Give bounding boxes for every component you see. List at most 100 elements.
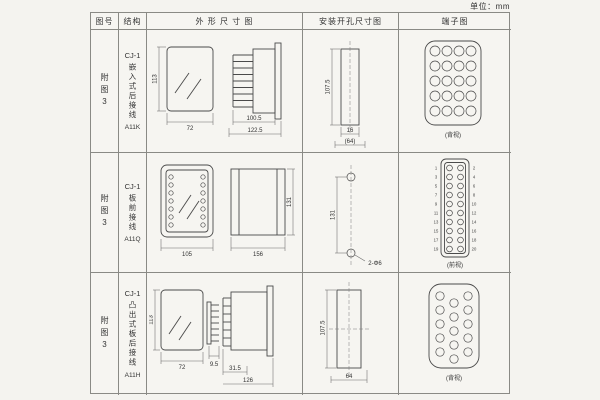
dim-width-overall-label: (64) xyxy=(344,139,355,145)
structure-name: CJ-1 xyxy=(124,182,141,191)
pin-number: 15 xyxy=(434,228,439,233)
terminal-caption: (背视) xyxy=(445,131,461,139)
pin-number: 10 xyxy=(472,201,477,206)
outline-cell-row3: 113 72 9.5 31.5 126 xyxy=(147,273,303,395)
terminal-block xyxy=(424,40,482,126)
spec-table: 图号 结构 外 形 尺 寸 图 安装开孔尺寸图 端子图 附图3 CJ-1 嵌入式… xyxy=(90,12,511,395)
outline-cell-row1: 113 72 100.5 122.5 xyxy=(147,30,303,153)
dim-height-label: 113 xyxy=(149,315,155,325)
pin-number: 11 xyxy=(434,210,439,215)
side-view xyxy=(222,285,273,357)
structure-row1: CJ-1 嵌入式后接线 A11K xyxy=(119,30,147,153)
col-header-terminal: 端子图 xyxy=(399,13,511,30)
dim-depth2-label: 126 xyxy=(242,378,253,384)
pin-comb xyxy=(206,301,219,345)
col-header-fig-no: 图号 xyxy=(91,13,119,30)
dim-width-label: 72 xyxy=(186,126,193,132)
dimension-lines xyxy=(156,46,281,137)
col-header-structure: 结构 xyxy=(119,13,147,30)
dimension-lines xyxy=(329,48,365,148)
dim-height-label: 107.5 xyxy=(320,320,326,336)
terminal-cell-row1: (背视) xyxy=(399,30,511,153)
pin-number: 8 xyxy=(473,192,476,197)
pin-number: 19 xyxy=(434,246,439,251)
pin-number: 3 xyxy=(435,174,438,179)
structure-row3: CJ-1 凸出式板后接线 A11H xyxy=(119,273,147,395)
pin-number: 6 xyxy=(473,183,476,188)
terminal-drawing-a11h: (背视) xyxy=(428,283,480,382)
mounting-drawing-a11q: 131 2-Φ6 xyxy=(330,164,382,267)
front-view xyxy=(160,164,213,237)
mounting-cell-row3: 107.5 64 xyxy=(303,273,399,395)
pin-number: 14 xyxy=(472,219,477,224)
fig-no-label: 附图3 xyxy=(100,194,109,231)
pin-number: 17 xyxy=(434,237,439,242)
terminal-drawing-a11k: (背视) xyxy=(424,40,482,139)
col-header-mounting: 安装开孔尺寸图 xyxy=(303,13,399,30)
pin-number: 7 xyxy=(435,192,438,197)
hole-spec-label: 2-Φ6 xyxy=(368,261,382,267)
terminal-cell-row3: (背视) xyxy=(399,273,511,395)
structure-model: A11K xyxy=(124,124,141,131)
dim-depth1-label: 31.5 xyxy=(229,366,241,372)
fig-no-label: 附图3 xyxy=(100,315,109,353)
terminal-strip xyxy=(440,158,470,257)
dim-height-label: 131 xyxy=(287,196,293,207)
mounting-drawing-a11k: 107.5 16 (64) xyxy=(325,41,365,148)
pin-number: 9 xyxy=(435,201,438,206)
terminal-drawing-a11q: 1 3 5 7 9 11 13 15 17 19 2 4 6 8 10 12 1… xyxy=(434,158,477,269)
structure-desc: 板前接线 xyxy=(128,194,137,232)
dim-depth2-label: 122.5 xyxy=(247,128,263,134)
dim-height-label: 113 xyxy=(152,74,158,84)
unit-label: 单位：mm xyxy=(470,2,510,11)
pin-number: 16 xyxy=(472,228,477,233)
pin-number: 5 xyxy=(435,183,438,188)
pin-number: 1 xyxy=(435,165,438,170)
front-view xyxy=(160,289,203,351)
outline-cell-row2: 105 156 131 xyxy=(147,153,303,273)
fig-no-row1: 附图3 xyxy=(91,30,119,153)
fig-no-row2: 附图3 xyxy=(91,153,119,273)
structure-model: A11H xyxy=(124,371,141,379)
pin-number: 13 xyxy=(434,219,439,224)
structure-row2: CJ-1 板前接线 A11Q xyxy=(119,153,147,273)
structure-name: CJ-1 xyxy=(124,51,141,60)
dimension-lines xyxy=(334,176,365,261)
pin-number: 18 xyxy=(472,237,477,242)
dim-width-label: 16 xyxy=(346,128,353,134)
fig-no-label: 附图3 xyxy=(100,72,109,110)
terminal-caption: (前视) xyxy=(447,261,463,269)
outline-drawing-a11k: 113 72 100.5 122.5 xyxy=(152,42,281,137)
structure-desc: 凸出式板后接线 xyxy=(128,301,137,368)
pin-number: 4 xyxy=(473,174,476,179)
front-view xyxy=(166,46,213,112)
side-view xyxy=(230,168,285,235)
terminal-cell-row2: 1 3 5 7 9 11 13 15 17 19 2 4 6 8 10 12 1… xyxy=(399,153,511,273)
terminal-block xyxy=(428,283,480,369)
dim-width-label: 72 xyxy=(178,365,185,371)
dim-width-label: 64 xyxy=(345,374,352,380)
structure-name: CJ-1 xyxy=(124,289,141,299)
dimension-lines xyxy=(324,289,367,383)
dim-height-label: 107.5 xyxy=(325,79,331,95)
dimension-lines xyxy=(152,289,273,387)
col-header-outline: 外 形 尺 寸 图 xyxy=(147,13,303,30)
fig-no-row3: 附图3 xyxy=(91,273,119,395)
dim-depth-label: 156 xyxy=(252,252,263,258)
dim-depth1-label: 100.5 xyxy=(246,116,262,122)
pin-number: 2 xyxy=(473,165,476,170)
centerlines xyxy=(328,282,369,376)
dim-height-label: 131 xyxy=(330,209,336,220)
dimension-lines xyxy=(160,168,295,251)
mounting-cell-row2: 131 2-Φ6 xyxy=(303,153,399,273)
pin-number: 20 xyxy=(472,246,477,251)
structure-desc: 嵌入式后接线 xyxy=(128,63,137,120)
mounting-cell-row1: 107.5 16 (64) xyxy=(303,30,399,153)
dim-pin-depth-label: 9.5 xyxy=(209,362,218,368)
mounting-drawing-a11h: 107.5 64 xyxy=(320,282,369,383)
structure-model: A11Q xyxy=(124,236,141,243)
outline-drawing-a11h: 113 72 9.5 31.5 126 xyxy=(149,285,273,387)
terminal-caption: (背视) xyxy=(446,374,462,382)
side-view xyxy=(232,42,281,120)
